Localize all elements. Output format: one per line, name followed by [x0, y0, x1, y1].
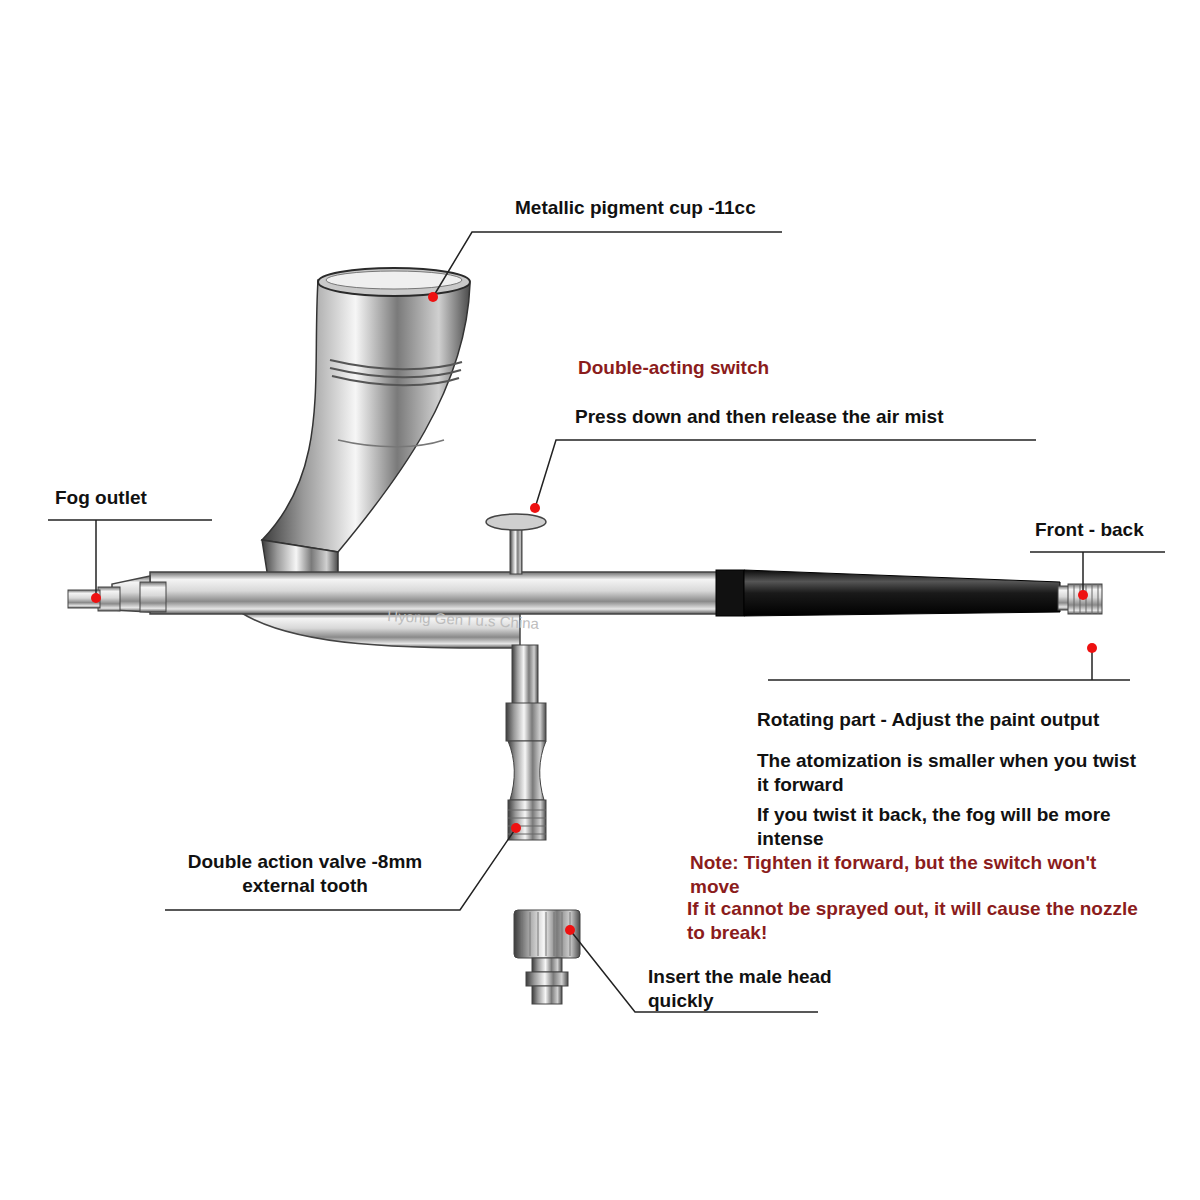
air-valve	[506, 645, 546, 840]
callout-dots	[91, 292, 1097, 935]
trigger	[486, 514, 546, 574]
note-text: The atomization is smaller when you twis…	[757, 749, 1147, 797]
paint-cup	[262, 268, 470, 578]
warning-text: Note: Tighten it forward, but the switch…	[690, 851, 1108, 899]
part-label: Fog outlet	[55, 486, 215, 510]
quick-connector	[514, 910, 580, 1004]
warning-text: If it cannot be sprayed out, it will cau…	[687, 897, 1147, 945]
part-label: Double-acting switch	[578, 356, 878, 380]
part-label: Insert the male head quickly	[648, 965, 878, 1013]
airbrush-body	[68, 572, 718, 648]
leader-lines	[48, 232, 1165, 1012]
part-label: Front - back	[1035, 518, 1185, 542]
part-label: Double action valve -8mm external tooth	[160, 850, 450, 898]
handle	[716, 570, 1102, 616]
note-text: Press down and then release the air mist	[575, 405, 1035, 429]
note-text: If you twist it back, the fog will be mo…	[757, 803, 1147, 851]
part-label: Rotating part - Adjust the paint output	[757, 708, 1177, 732]
part-label: Metallic pigment cup -11cc	[515, 196, 815, 220]
